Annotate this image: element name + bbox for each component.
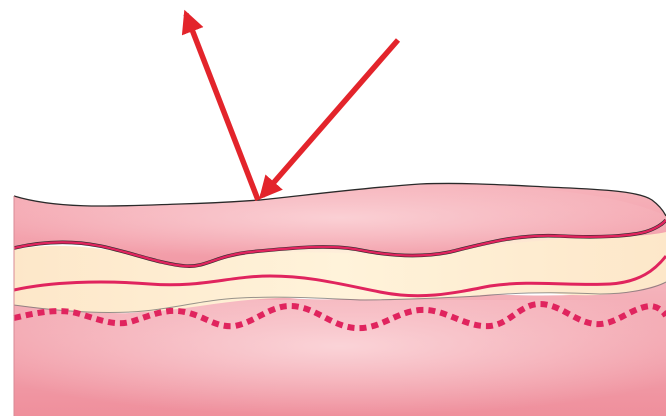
reflected-light-arrow xyxy=(186,14,258,200)
lower-layer-highlight xyxy=(14,300,666,416)
incident-light-arrow xyxy=(262,40,398,196)
